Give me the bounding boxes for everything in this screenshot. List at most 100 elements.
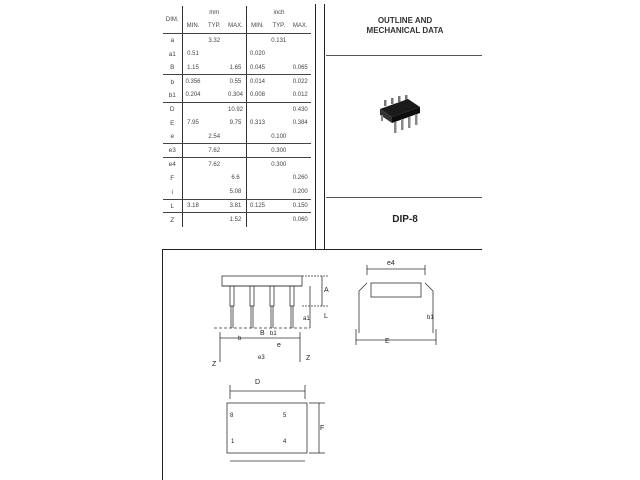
package-illustration	[380, 95, 420, 133]
dim-value	[268, 185, 290, 200]
dim-value: 0.022	[292, 79, 308, 86]
dim-symbol: b	[163, 74, 183, 89]
dim-value	[204, 47, 226, 61]
title-separator	[326, 55, 482, 56]
dim-value	[204, 103, 226, 117]
dim-value: 0.304	[225, 88, 247, 104]
dim-value	[268, 47, 290, 61]
dim-value	[182, 130, 204, 145]
dim-value	[204, 116, 226, 130]
column-header: MAX.	[225, 19, 247, 35]
label-e3: e3	[258, 355, 265, 361]
dim-symbol: i	[163, 185, 183, 200]
dim-value	[204, 75, 226, 89]
dim-value	[268, 116, 290, 130]
dim-value: 0.125	[246, 199, 268, 214]
dim-value	[182, 143, 204, 159]
dim-value	[290, 34, 312, 48]
label-E: E	[385, 338, 390, 345]
label-D: D	[255, 379, 260, 386]
dim-value	[268, 61, 290, 76]
dim-value	[182, 103, 204, 117]
dim-value	[225, 130, 247, 145]
dim-value: 0.020	[249, 51, 265, 58]
label-F: F	[320, 425, 324, 432]
label-Z-right: Z	[306, 355, 311, 362]
dim-value: 0.430	[292, 106, 308, 113]
dim-value	[182, 172, 204, 186]
dim-value	[182, 213, 204, 227]
dim-value: 0.356	[185, 79, 201, 86]
dim-value	[268, 213, 290, 227]
dim-value: 0.014	[249, 79, 265, 86]
title-line-1: OUTLINE AND	[377, 16, 433, 25]
pin-4-label: 4	[283, 439, 287, 445]
side-view-drawing: A L a1 b B b1 e e3 Z Z	[212, 275, 329, 368]
dim-value: 5.08	[225, 185, 247, 200]
dim-value: 3.18	[182, 199, 204, 214]
dim-value	[182, 185, 204, 200]
label-a1: a1	[303, 316, 310, 322]
header-dim: DIM.	[163, 6, 183, 35]
dim-value	[182, 158, 204, 172]
pin-5-label: 5	[283, 413, 287, 419]
label-e4: e4	[387, 260, 395, 267]
dim-value: 0.55	[225, 74, 247, 89]
dim-value	[246, 143, 268, 159]
dim-value: 0.204	[182, 88, 204, 104]
dim-symbol: e	[163, 130, 183, 145]
dim-value: 7.62	[208, 161, 221, 168]
dim-value	[290, 158, 312, 172]
table-right-border	[315, 4, 316, 250]
header-unit-inch: inch	[273, 9, 285, 16]
dim-value	[268, 88, 290, 104]
column-header: MAX.	[289, 19, 311, 35]
dim-symbol: a	[163, 33, 183, 48]
dim-value	[246, 185, 268, 200]
dim-value	[182, 34, 204, 48]
label-B: B	[260, 330, 265, 337]
dim-value	[247, 34, 269, 48]
dim-value: 9.75	[225, 116, 247, 131]
header-unit-mm: mm	[182, 6, 247, 20]
dim-value: 0.300	[268, 143, 290, 159]
dim-value: 0.131	[271, 37, 287, 44]
pin-8-label: 8	[230, 413, 234, 419]
dim-value	[290, 47, 312, 61]
dim-value: 2.54	[203, 130, 225, 145]
label-A: A	[324, 287, 329, 294]
pin-1-label: 1	[231, 439, 235, 445]
panel-divider	[324, 4, 325, 250]
dim-value: 0.260	[292, 175, 308, 182]
dim-symbol: e4	[163, 157, 183, 172]
dim-value	[289, 130, 311, 145]
dim-symbol: Z	[163, 212, 183, 227]
dim-value: 0.313	[249, 120, 265, 127]
top-view-drawing: D F 8 5 1 4	[226, 379, 325, 462]
dim-symbol: e3	[163, 143, 183, 159]
dim-value: 0.008	[246, 88, 268, 104]
label-L: L	[324, 313, 328, 320]
dim-value	[246, 130, 268, 145]
dim-value	[203, 185, 225, 200]
dim-value: 0.200	[289, 185, 311, 200]
dim-value: 1.52	[225, 212, 247, 227]
dim-value	[268, 75, 290, 89]
dip8-photo	[380, 95, 420, 133]
label-e: e	[277, 342, 281, 349]
drawing-left-border	[162, 249, 163, 480]
dim-value: 0.51	[187, 51, 199, 58]
column-header: MIN.	[246, 19, 268, 35]
dim-value: 1.65	[225, 61, 247, 76]
